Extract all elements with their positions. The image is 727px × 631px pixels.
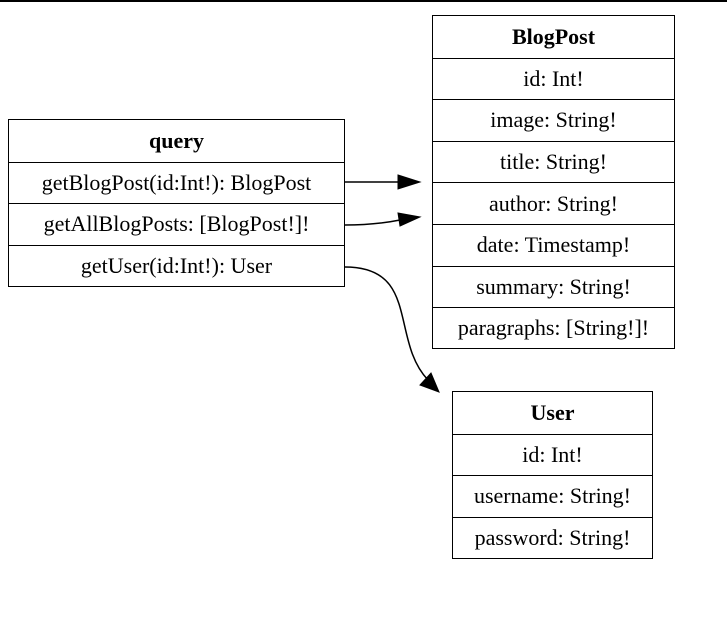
blogpost-field-title: title: String! [433, 140, 674, 183]
user-node: User id: Int! username: String! password… [452, 391, 653, 559]
blogpost-field-summary: summary: String! [433, 265, 674, 308]
blogpost-field-paragraphs: paragraphs: [String!]! [433, 307, 674, 349]
query-field-getallblogposts: getAllBlogPosts: [BlogPost!]! [9, 203, 344, 245]
query-node: query getBlogPost(id:Int!): BlogPost get… [8, 119, 345, 287]
query-field-getuser: getUser(id:Int!): User [9, 244, 344, 287]
query-field-getblogpost: getBlogPost(id:Int!): BlogPost [9, 161, 344, 204]
user-field-password: password: String! [453, 516, 652, 559]
blogpost-field-date: date: Timestamp! [433, 223, 674, 266]
arrowhead-getblogpost [397, 174, 422, 190]
blogpost-node: BlogPost id: Int! image: String! title: … [432, 15, 675, 349]
user-field-username: username: String! [453, 475, 652, 517]
arrowhead-getallblogposts [397, 212, 422, 227]
arrowhead-getuser [419, 372, 440, 393]
top-border [0, 0, 727, 2]
blogpost-field-author: author: String! [433, 182, 674, 224]
edge-getallblogposts-to-blogpost [344, 219, 401, 226]
blogpost-field-image: image: String! [433, 99, 674, 141]
query-title: query [149, 127, 204, 153]
blogpost-title: BlogPost [511, 23, 596, 49]
blogpost-field-id: id: Int! [433, 57, 674, 100]
edge-getuser-to-user [344, 266, 429, 381]
user-field-id: id: Int! [453, 433, 652, 476]
user-title: User [530, 399, 575, 425]
